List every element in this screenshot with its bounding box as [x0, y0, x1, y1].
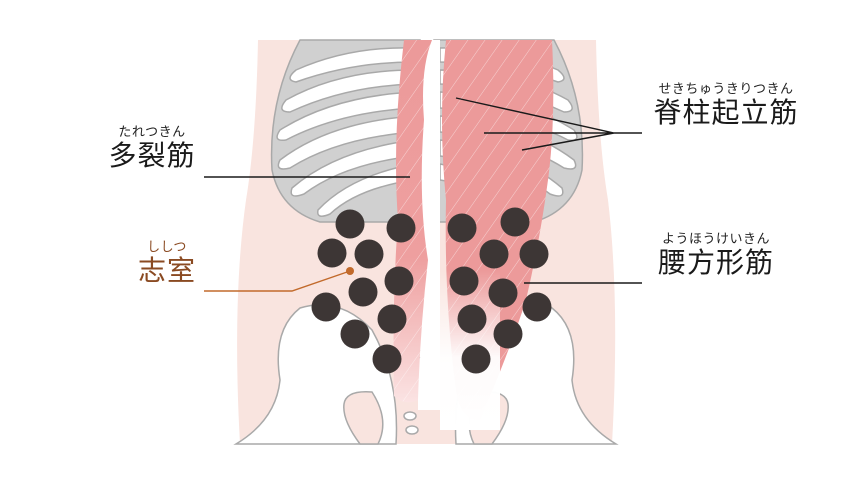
label-quadratus-lumborum: ようほうけいきん 腰方形筋 [636, 232, 796, 279]
label-shishitsu-ruby: ししつ [147, 240, 187, 255]
leader-lines [204, 97, 642, 284]
erector-spinae-leader [455, 97, 642, 151]
label-quadratus-lumborum-text: 腰方形筋 [657, 246, 774, 279]
label-multifidus-ruby: たれつきん [118, 125, 186, 140]
label-quadratus-lumborum-ruby: ようほうけいきん [661, 232, 770, 247]
label-shishitsu-text: 志室 [137, 254, 196, 287]
label-erector-spinae: せきちゅうきりつきん 脊柱起立筋 [632, 82, 820, 129]
label-multifidus: たれつきん 多裂筋 [100, 125, 204, 172]
acupoint-dots-left [311, 209, 416, 374]
shishitsu-point-marker [346, 267, 354, 275]
label-erector-spinae-text: 脊柱起立筋 [653, 96, 799, 129]
acupoint-dots-right [447, 207, 552, 374]
label-multifidus-text: 多裂筋 [108, 139, 196, 172]
label-shishitsu: ししつ 志室 [130, 240, 204, 287]
shishitsu-leader [204, 267, 354, 292]
label-erector-spinae-ruby: せきちゅうきりつきん [658, 82, 794, 97]
